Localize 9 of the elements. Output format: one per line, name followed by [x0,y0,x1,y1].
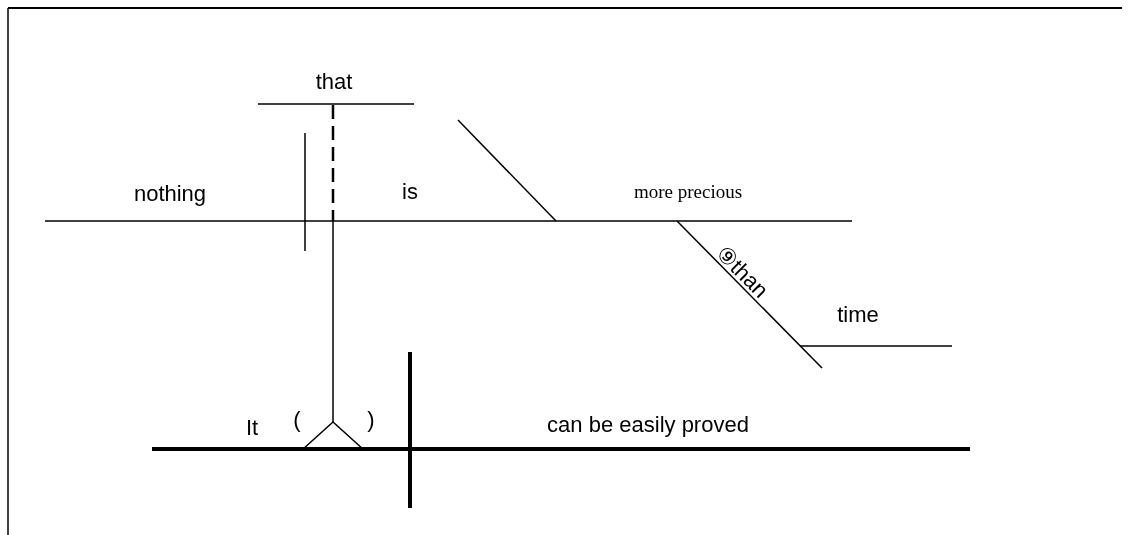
word-label: time [837,302,879,328]
word-label: can be easily proved [547,412,749,438]
word-label: nothing [133,181,207,207]
word-label: more precious [633,180,743,204]
word-label: ) [367,407,375,433]
word-label: that [315,69,353,95]
word-label: is [402,179,418,205]
word-label: It [245,415,259,441]
word-label: ( [293,407,301,433]
